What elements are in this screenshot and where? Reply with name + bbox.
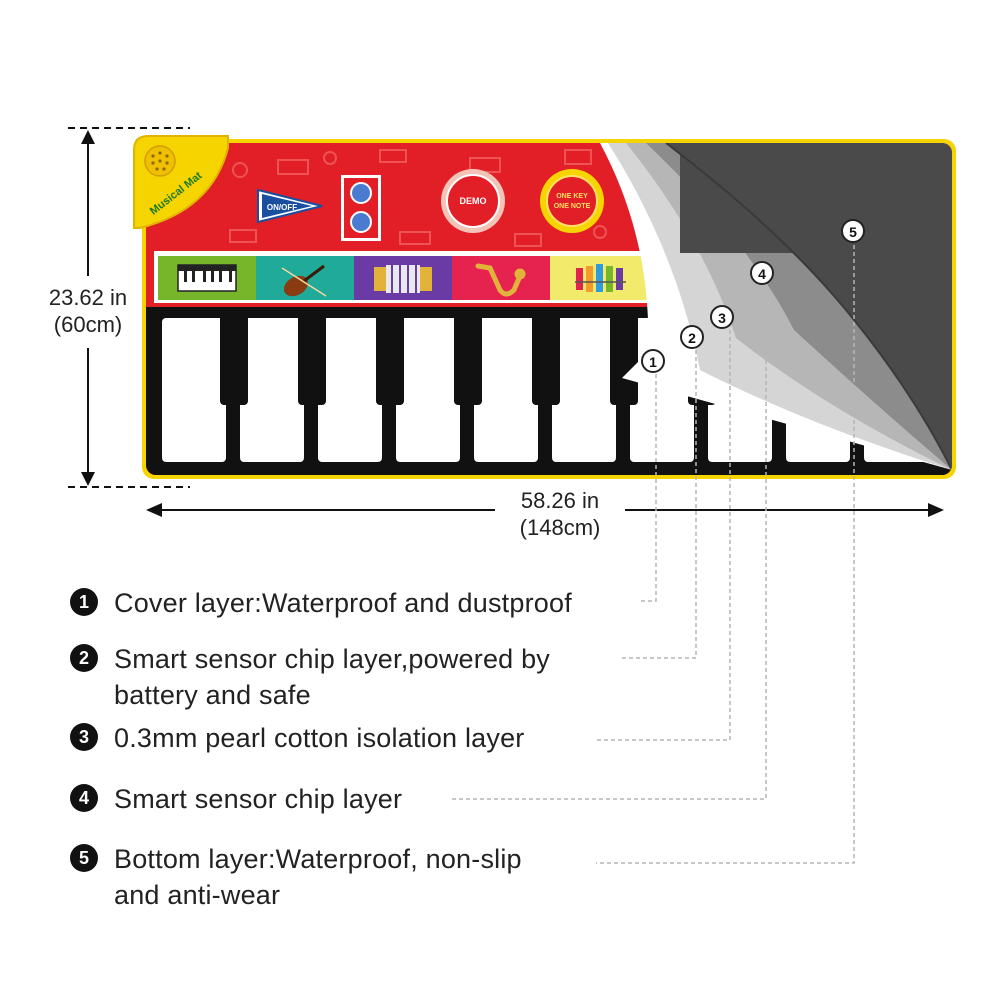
xylophone-icon (575, 264, 626, 292)
width-dimension (146, 484, 944, 548)
layer-marker-4: 4 (750, 261, 774, 285)
legend-item-3: 3 0.3mm pearl cotton isolation layer (70, 720, 525, 756)
legend-text-5: Bottom layer:Waterproof, non-slip and an… (114, 844, 522, 910)
svg-text:4: 4 (758, 266, 766, 282)
legend-item-4: 4 Smart sensor chip layer (70, 781, 402, 817)
width-inches: 58.26 in (520, 488, 600, 513)
svg-text:2: 2 (688, 330, 696, 346)
svg-text:3: 3 (718, 310, 726, 326)
musical-mat-tag: Musical Mat (133, 135, 229, 229)
legend-badge-4: 4 (70, 784, 98, 812)
legend-text-3: 0.3mm pearl cotton isolation layer (114, 723, 525, 753)
layer-markers: 1 2 3 4 5 (641, 219, 865, 373)
legend-item-5: 5 Bottom layer:Waterproof, non-slip and … (70, 841, 522, 913)
demo-label: DEMO (460, 196, 487, 206)
svg-text:1: 1 (649, 354, 657, 370)
accordion-icon (374, 265, 432, 293)
legend-text-4: Smart sensor chip layer (114, 784, 403, 814)
onekey-label-line2: ONE NOTE (554, 203, 591, 210)
height-inches: 23.62 in (48, 285, 128, 310)
onoff-button: ON/OFF (257, 188, 323, 224)
width-label: 58.26 in (148cm) (495, 487, 625, 541)
legend-badge-3: 3 (70, 723, 98, 751)
height-label: 23.62 in (60cm) (30, 284, 146, 338)
volume-buttons (339, 173, 383, 243)
legend-text-1: Cover layer:Waterproof and dustproof (114, 588, 572, 618)
legend-item-2: 2 Smart sensor chip layer,powered by bat… (70, 641, 550, 713)
saxophone-icon (475, 263, 526, 297)
demo-button: DEMO (441, 169, 505, 233)
peeled-layers (600, 143, 952, 471)
layer-marker-1: 1 (641, 349, 665, 373)
legend-badge-5: 5 (70, 844, 98, 872)
one-key-one-note-button: ONE KEY ONE NOTE (540, 169, 604, 233)
onekey-label-line1: ONE KEY (556, 193, 588, 200)
svg-text:5: 5 (849, 224, 857, 240)
legend-badge-2: 2 (70, 644, 98, 672)
onoff-label: ON/OFF (267, 203, 297, 212)
legend-item-1: 1 Cover layer:Waterproof and dustproof (70, 585, 572, 621)
piano-icon (177, 264, 237, 292)
violin-icon (281, 264, 327, 297)
width-centimeters: (148cm) (519, 515, 601, 540)
leader-lines (452, 245, 855, 864)
height-dimension (30, 127, 190, 488)
layer-marker-2: 2 (680, 325, 704, 349)
height-centimeters: (60cm) (53, 312, 123, 337)
layer-marker-5: 5 (841, 219, 865, 243)
piano-mat: Musical Mat ON/OFF DEMO ONE KEY ONE NOTE (133, 135, 956, 479)
legend-text-2: Smart sensor chip layer,powered by batte… (114, 644, 551, 710)
legend-badge-1: 1 (70, 588, 98, 616)
layer-marker-3: 3 (710, 305, 734, 329)
